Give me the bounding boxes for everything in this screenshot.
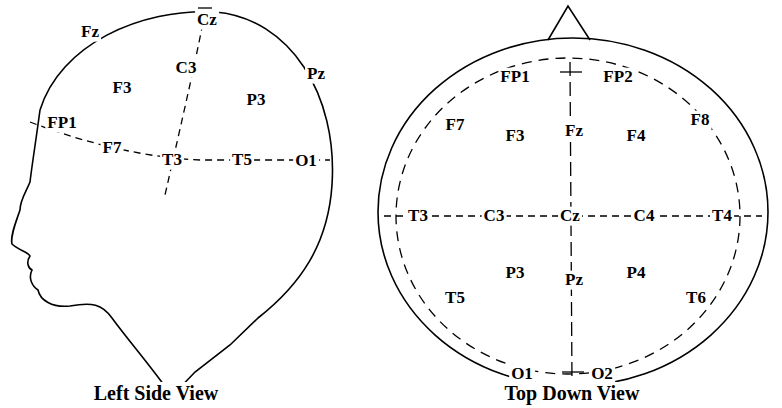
electrode-label: FP1 bbox=[498, 68, 531, 87]
electrode-label: F8 bbox=[689, 111, 712, 130]
electrode-label: T3 bbox=[160, 151, 184, 170]
electrode-label: O2 bbox=[589, 365, 615, 384]
view-caption: Left Side View bbox=[92, 382, 220, 404]
electrode-label: P4 bbox=[625, 264, 648, 283]
electrode-label: P3 bbox=[245, 91, 268, 110]
electrode-label: P3 bbox=[504, 264, 527, 283]
electrode-label: F3 bbox=[504, 127, 527, 146]
electrode-label: F3 bbox=[111, 79, 134, 98]
electrode-label: O1 bbox=[509, 365, 535, 384]
head-outline bbox=[378, 38, 768, 386]
electrode-label: O1 bbox=[293, 152, 319, 171]
electrode-label: T3 bbox=[406, 207, 430, 226]
tick-mark bbox=[560, 71, 582, 72]
electrode-label: T6 bbox=[684, 289, 708, 308]
electrode-label: FP2 bbox=[601, 68, 634, 87]
nose-outline bbox=[548, 6, 590, 40]
electrode-label: F7 bbox=[444, 116, 467, 135]
electrode-label: Fz bbox=[563, 122, 585, 141]
electrode-label: C3 bbox=[174, 59, 199, 78]
electrode-label: T5 bbox=[443, 289, 467, 308]
electrode-label: C4 bbox=[632, 207, 657, 226]
electrode-label: C3 bbox=[482, 207, 507, 226]
electrode-label: Pz bbox=[305, 65, 327, 84]
electrode-label: FP1 bbox=[45, 114, 78, 133]
electrode-label: Cz bbox=[558, 207, 582, 226]
electrode-label: F7 bbox=[101, 139, 124, 158]
head-profile bbox=[12, 12, 333, 396]
electrode-label: F4 bbox=[625, 127, 648, 146]
electrode-label: T5 bbox=[230, 151, 254, 170]
tick-mark bbox=[562, 371, 584, 372]
electrode-label: Pz bbox=[563, 271, 585, 290]
tick-mark bbox=[198, 7, 212, 8]
view-caption: Top Down View bbox=[503, 382, 642, 404]
electrode-label: T4 bbox=[710, 207, 734, 226]
electrode-label: Cz bbox=[195, 11, 219, 30]
electrode-label: Fz bbox=[79, 23, 101, 42]
